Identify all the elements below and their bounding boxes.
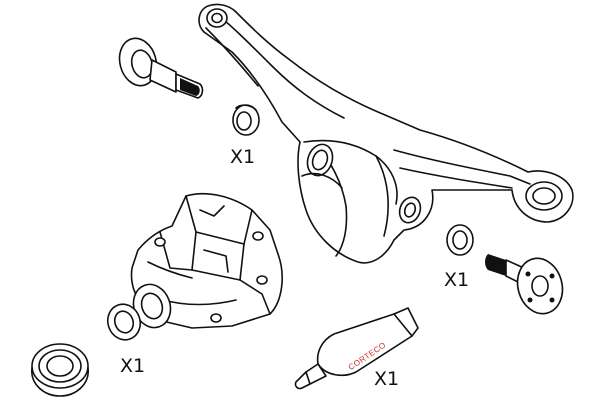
small-seal-left bbox=[232, 104, 260, 136]
small-seal-right bbox=[446, 224, 474, 256]
differential-housing bbox=[130, 192, 283, 329]
subframe-crossmember bbox=[198, 3, 574, 264]
qty-label-small-seal-left: X1 bbox=[230, 146, 255, 168]
qty-label-small-seal-right: X1 bbox=[444, 269, 469, 291]
differential-seal bbox=[106, 303, 142, 341]
rubber-bushing bbox=[31, 343, 89, 397]
drive-flange-left bbox=[118, 37, 204, 99]
drive-flange-right bbox=[485, 254, 564, 315]
sealant-tube: CORTECO bbox=[294, 307, 419, 390]
qty-label-sealant-tube: X1 bbox=[374, 368, 399, 390]
qty-label-differential-seal: X1 bbox=[120, 355, 145, 377]
